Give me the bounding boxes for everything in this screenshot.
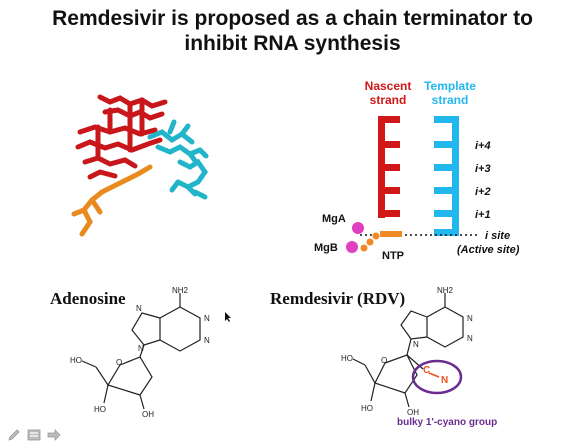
rdv-n1: N (467, 314, 473, 323)
protein-structure-image (71, 94, 209, 237)
rdv-ring-o: O (381, 356, 387, 365)
nascent-strand (378, 116, 400, 218)
template-label-line1: Template (424, 79, 476, 93)
menu-icon[interactable] (26, 427, 42, 443)
template-label-line2: strand (432, 93, 469, 107)
ntp-molecule (360, 231, 402, 252)
mga-ion (352, 222, 364, 234)
arrow-right-icon[interactable] (46, 427, 62, 443)
adenosine-n3: N (204, 336, 210, 345)
position-i2: i+2 (475, 186, 491, 198)
adenosine-nh2: NH2 (172, 286, 189, 295)
rdv-n-bridge: N (413, 340, 419, 349)
adenosine-ring-o: O (116, 358, 122, 367)
position-i4: i+4 (475, 140, 491, 152)
nascent-label-line2: strand (370, 93, 407, 107)
cyano-carbon: C (423, 365, 430, 376)
active-site-label: (Active site) (457, 244, 520, 256)
rdv-n3: N (467, 334, 473, 343)
i-site-label: i site (485, 230, 510, 242)
rdv-5-oh: HO (341, 354, 353, 363)
template-strand (434, 116, 459, 236)
adenosine-2-oh: OH (142, 410, 154, 419)
adenosine-n1: N (204, 314, 210, 323)
orange-ntp-model (71, 164, 153, 237)
red-strand-model (75, 94, 168, 180)
adenosine-n9: N (138, 344, 144, 353)
mouse-cursor-icon (225, 312, 231, 322)
mga-label: MgA (322, 213, 346, 225)
mgb-label: MgB (314, 242, 338, 254)
rdv-2-oh: OH (407, 408, 419, 417)
ntp-label: NTP (382, 250, 404, 262)
title-line-1: Remdesivir is proposed as a chain termin… (52, 7, 533, 30)
rdv-nh2: NH2 (437, 286, 454, 295)
adenosine-3-oh: HO (94, 405, 106, 414)
title-line-2: inhibit RNA synthesis (184, 32, 401, 55)
cyano-group-note: bulky 1'-cyano group (397, 417, 497, 428)
adenosine-label: Adenosine (50, 289, 126, 308)
position-i1: i+1 (475, 209, 491, 221)
remdesivir-structure: NH2 N N N O HO HO OH C N bulky 1'-cyano … (341, 286, 497, 428)
cyano-bond (428, 372, 440, 378)
adenosine-5-oh: HO (70, 356, 82, 365)
cyan-strand-model (147, 119, 209, 200)
cyano-nitrogen: N (441, 375, 448, 386)
pencil-icon[interactable] (6, 427, 22, 443)
remdesivir-label: Remdesivir (RDV) (270, 289, 406, 308)
position-i3: i+3 (475, 163, 491, 175)
cyano-highlight-circle (411, 359, 463, 395)
slide-title: Remdesivir is proposed as a chain termin… (0, 6, 585, 56)
adenosine-n7: N (136, 304, 142, 313)
chain-termination-diagram: Nascent strand Template strand i+4 i+3 i… (314, 79, 520, 262)
rdv-3-oh: HO (361, 404, 373, 413)
adenosine-structure: NH2 N N N N O HO HO OH (70, 286, 210, 419)
nascent-label-line1: Nascent (365, 79, 412, 93)
mgb-ion (346, 241, 358, 253)
